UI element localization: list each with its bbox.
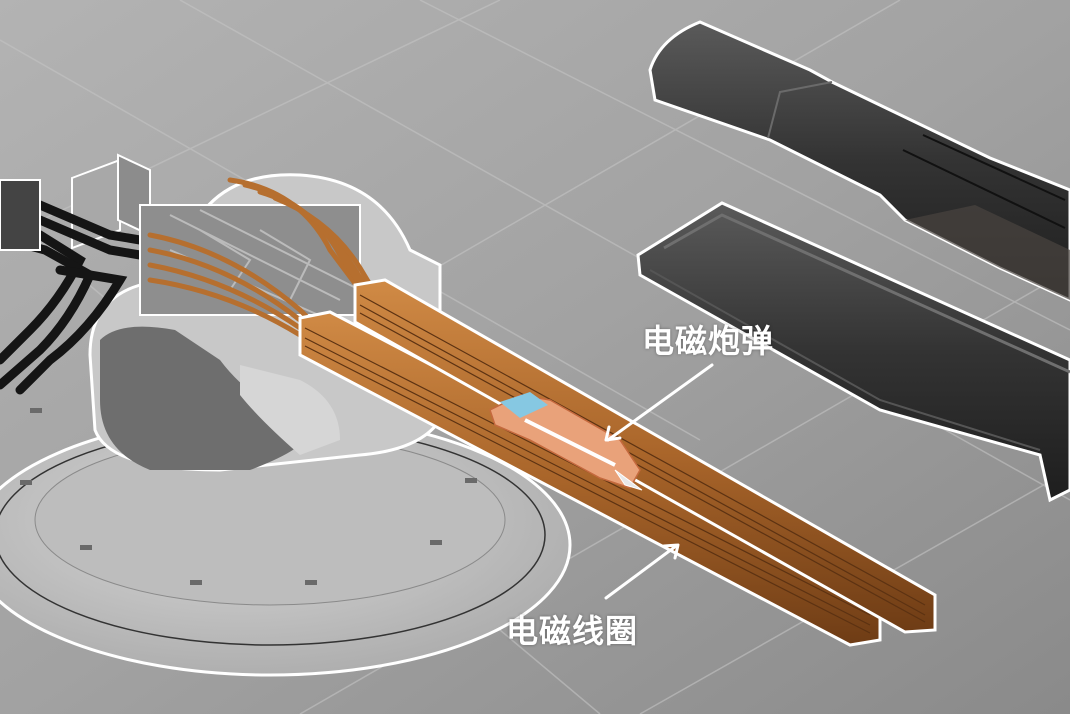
turret-base [0, 408, 572, 677]
rail-channel [636, 201, 1070, 503]
projectile-armature [489, 392, 643, 491]
electromagnetic-coil-rails [298, 278, 937, 647]
annotation-arrows [604, 363, 714, 600]
coil-frame-lattice [139, 204, 361, 321]
projectile-arrow [606, 363, 714, 442]
base-notches [20, 408, 477, 585]
cable-connector [0, 179, 41, 251]
projectile-label: 电磁炮弹 [642, 322, 775, 360]
copper-feed-tubes [147, 177, 387, 355]
coil-arrow [604, 544, 678, 600]
projectile-housing-top [648, 20, 1070, 302]
coil-label: 电磁线圈 [506, 612, 639, 650]
